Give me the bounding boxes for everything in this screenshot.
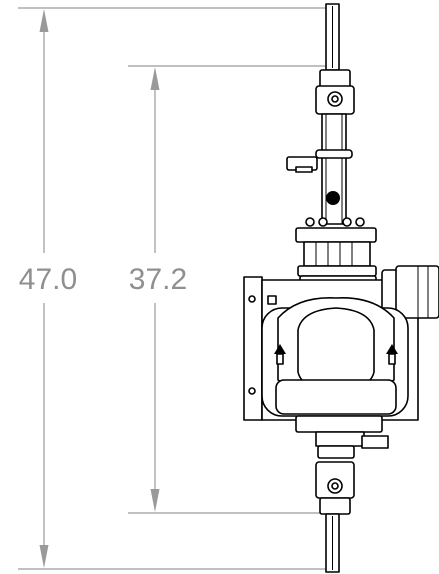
arrow-down-overall <box>39 545 49 568</box>
side-fitting <box>381 265 439 319</box>
top-handle <box>325 3 340 71</box>
upper-pipe <box>286 113 353 225</box>
flow-arrow-right-icon <box>386 344 398 354</box>
dimension-label-valves: 37.2 <box>129 263 187 296</box>
pump-head <box>261 295 409 417</box>
arrow-up-valves <box>150 67 160 90</box>
arrow-up-overall <box>39 9 49 32</box>
dimension-between-valves: 37.2 <box>128 65 328 514</box>
dimension-overall: 47.0 <box>18 7 328 570</box>
sensor-port-icon <box>326 191 340 205</box>
arrow-down-valves <box>150 489 160 512</box>
lower-ball-valve <box>315 461 355 515</box>
lower-manifold <box>295 415 389 459</box>
bottom-handle <box>325 513 340 573</box>
flow-arrow-left-icon <box>274 344 286 354</box>
dimension-label-overall: 47.0 <box>19 263 77 296</box>
upper-ball-valve <box>315 69 355 115</box>
